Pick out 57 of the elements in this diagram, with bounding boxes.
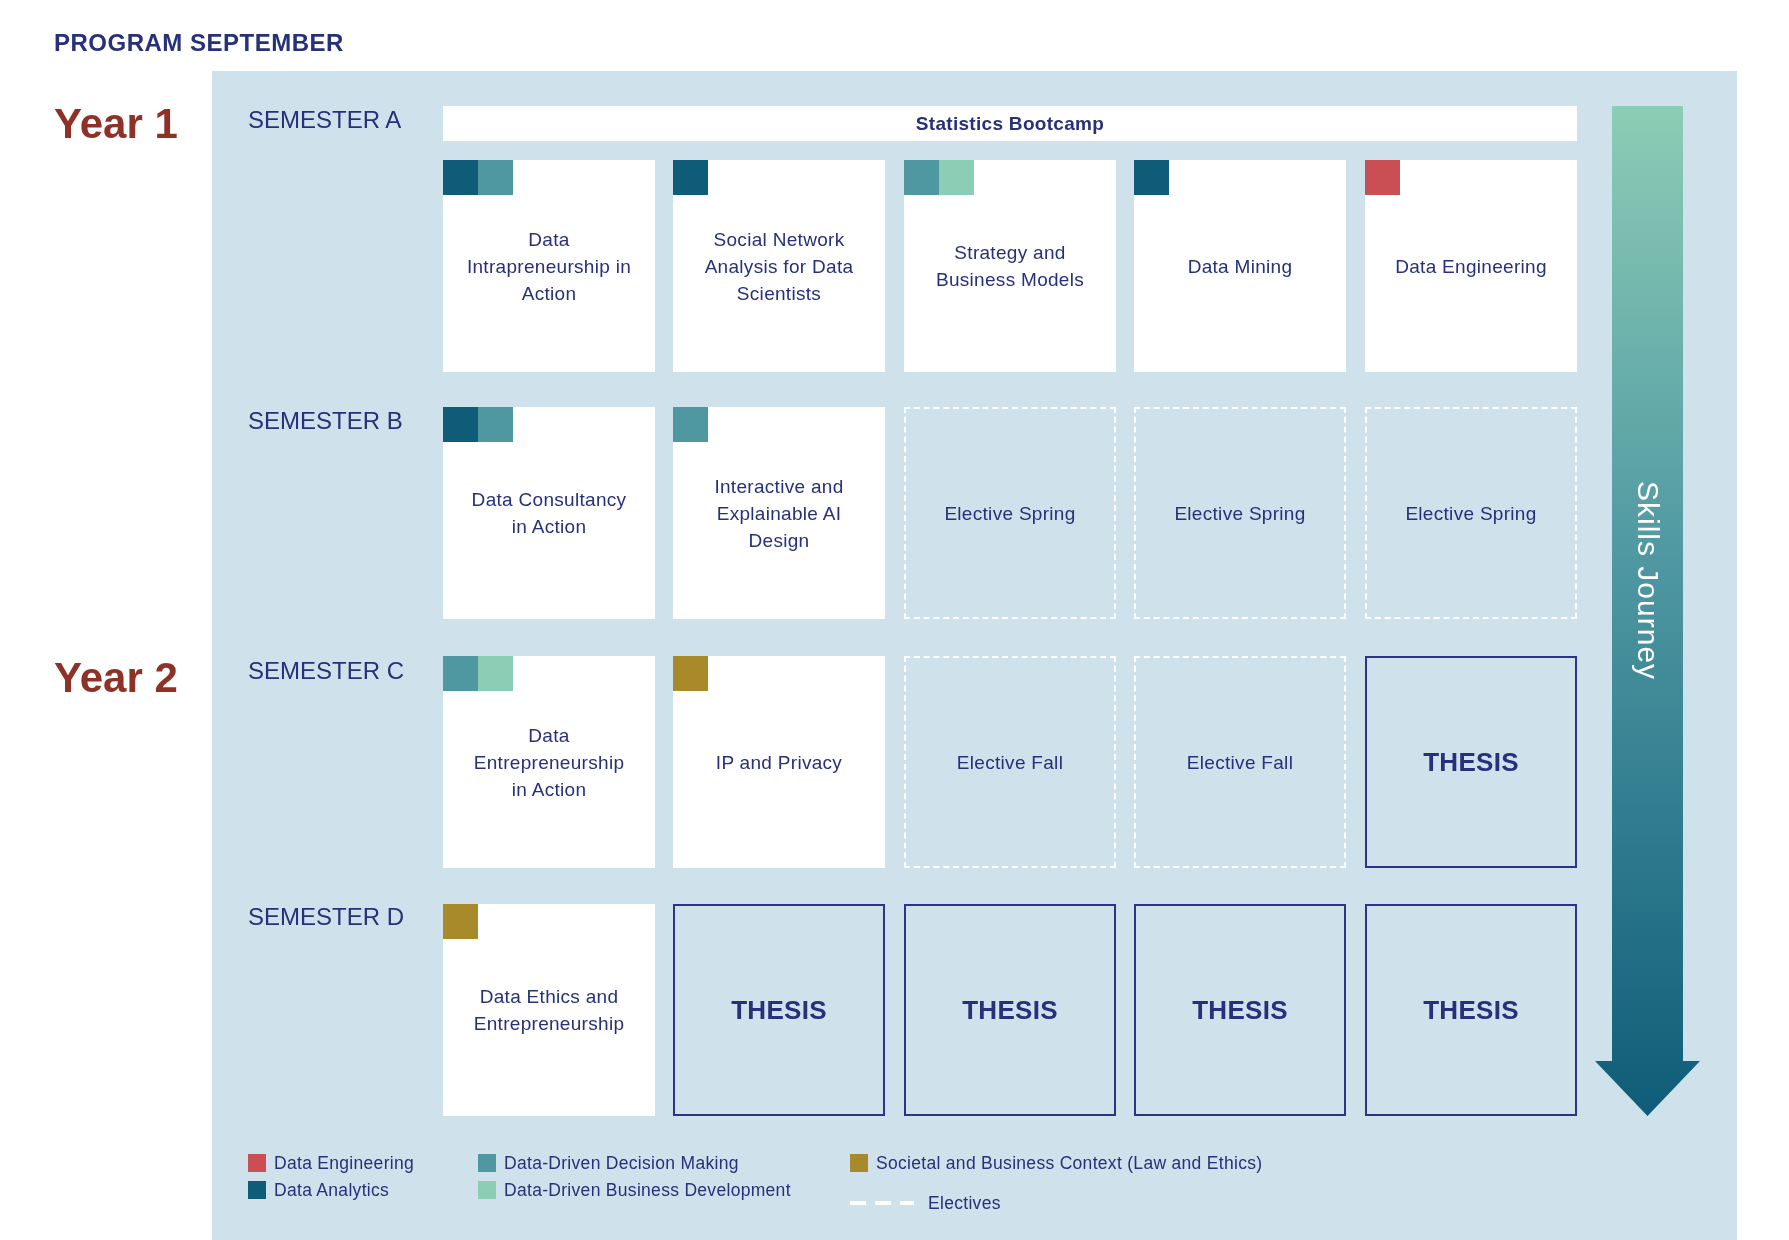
course-card: [1134, 160, 1346, 372]
course-card: [904, 160, 1116, 372]
elective-slot: [1134, 407, 1346, 619]
thesis-label: THESIS: [962, 996, 1058, 1024]
elective-label: Elective Spring: [1174, 501, 1306, 526]
year-label: Year 2: [54, 654, 178, 702]
course-title: Data Mining: [1187, 254, 1293, 279]
semester-label: SEMESTER C: [248, 657, 405, 685]
legend-label: Societal and Business Context (Law and Ethics): [876, 1152, 1263, 1174]
semester-label: SEMESTER A: [248, 106, 402, 134]
thesis-label: THESIS: [731, 996, 827, 1024]
arrow-label: Skills Journey: [1630, 481, 1665, 681]
semester-label: SEMESTER D: [248, 903, 405, 931]
thesis-label: THESIS: [1192, 996, 1288, 1024]
course-title: Data Intrapreneurship in Action: [466, 227, 632, 306]
course-card: [443, 656, 655, 868]
elective-label: Elective Fall: [1186, 750, 1294, 775]
page-title: PROGRAM SEPTEMBER: [54, 29, 344, 57]
legend-label: Data Engineering: [274, 1152, 415, 1174]
skills-journey-arrow: [1595, 106, 1700, 1116]
bootcamp-bar: [443, 106, 1577, 141]
elective-label: Elective Fall: [956, 750, 1064, 775]
elective-slot: [1365, 407, 1577, 619]
course-card: [443, 904, 655, 1116]
course-title: Data Entrepreneurship in Action: [472, 723, 626, 802]
course-title: Data Engineering: [1395, 254, 1547, 279]
thesis-box: [1365, 656, 1577, 868]
year-label: Year 1: [54, 100, 178, 148]
thesis-box: [673, 904, 885, 1116]
thesis-box: [1365, 904, 1577, 1116]
thesis-label: THESIS: [1423, 996, 1519, 1024]
course-title: Interactive and Explainable AI Design: [713, 474, 845, 553]
elective-label: Elective Spring: [944, 501, 1076, 526]
course-title: Data Consultancy in Action: [470, 488, 628, 539]
legend-label: Data Analytics: [274, 1179, 390, 1201]
course-card: [673, 407, 885, 619]
thesis-label: THESIS: [1423, 748, 1519, 776]
elective-slot: [904, 656, 1116, 868]
course-title: Strategy and Business Models: [934, 241, 1086, 292]
semester-label: SEMESTER B: [248, 407, 403, 435]
course-card: [1365, 160, 1577, 372]
course-title: Social Network Analysis for Data Scientists: [703, 227, 855, 306]
elective-slot: [1134, 656, 1346, 868]
legend-label: Data-Driven Business Development: [504, 1179, 791, 1201]
legend-label: Electives: [928, 1192, 1001, 1214]
course-title: Data Ethics and Entrepreneurship: [472, 985, 626, 1036]
elective-label: Elective Spring: [1405, 501, 1537, 526]
course-title: IP and Privacy: [715, 750, 843, 775]
course-card: [673, 656, 885, 868]
elective-slot: [904, 407, 1116, 619]
bootcamp-title: Statistics Bootcamp: [915, 112, 1105, 136]
legend-label: Data-Driven Decision Making: [504, 1152, 739, 1174]
thesis-box: [904, 904, 1116, 1116]
course-card: [673, 160, 885, 372]
course-card: [443, 160, 655, 372]
thesis-box: [1134, 904, 1346, 1116]
course-card: [443, 407, 655, 619]
